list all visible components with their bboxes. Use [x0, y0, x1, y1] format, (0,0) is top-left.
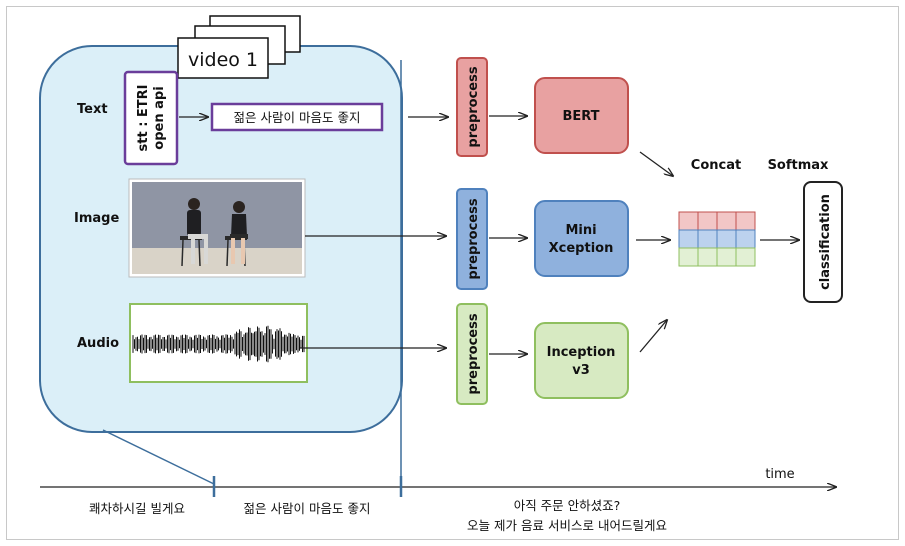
concat-row-audio: [678, 247, 756, 267]
preprocess-box-audio: [456, 303, 488, 405]
preprocess-label-text: preprocess: [466, 66, 481, 147]
waveform-path: [132, 325, 305, 363]
video-frame-image: [128, 178, 306, 278]
image-modality-label: Image: [74, 211, 119, 226]
segment1-text: 쾌차하시길 빌게요: [89, 501, 185, 516]
mini-xception-label-line1: Mini: [565, 223, 596, 238]
transcript-box: [210, 102, 384, 132]
inception-box: [534, 322, 629, 399]
audio-modality-label: Audio: [77, 336, 119, 351]
inception-label-line1: Inception: [547, 345, 616, 360]
stt-box: [123, 70, 179, 166]
audio-waveform: [132, 325, 305, 363]
preprocess-box-text: [456, 57, 488, 157]
concat-row-image: [678, 229, 756, 249]
preprocess-label-image: preprocess: [466, 198, 481, 279]
preprocess-label-audio: preprocess: [466, 313, 481, 394]
concat-label: Concat: [691, 158, 741, 173]
text-modality-label: Text: [77, 102, 108, 117]
bert-label: BERT: [562, 109, 599, 124]
transcript-text: 젊은 사람이 마음도 좋지: [234, 110, 361, 125]
video-stack: video 1: [177, 15, 301, 79]
bert-box: [534, 77, 629, 154]
video-label: video 1: [188, 49, 258, 71]
softmax-label: Softmax: [768, 158, 829, 173]
concat-grid: [678, 211, 756, 267]
stt-line1: stt : ETRI: [136, 84, 151, 151]
figure-frame: [6, 6, 899, 540]
inception-label-line2: v3: [572, 363, 590, 378]
preprocess-box-image: [456, 188, 488, 290]
segment3-text-line1: 아직 주문 안하셨죠?: [514, 498, 621, 513]
mini-xception-box: [534, 200, 629, 277]
time-axis-label: time: [765, 467, 794, 482]
segment3-text-line2: 오늘 제가 음료 서비스로 내어드릴게요: [467, 518, 667, 533]
mini-xception-label-line2: Xception: [549, 241, 614, 256]
classification-label: classification: [818, 194, 833, 290]
segment2-text: 젊은 사람이 마음도 좋지: [244, 501, 371, 516]
concat-row-text: [678, 211, 756, 231]
classification-box: [803, 181, 843, 303]
stt-line2: open api: [152, 86, 167, 149]
